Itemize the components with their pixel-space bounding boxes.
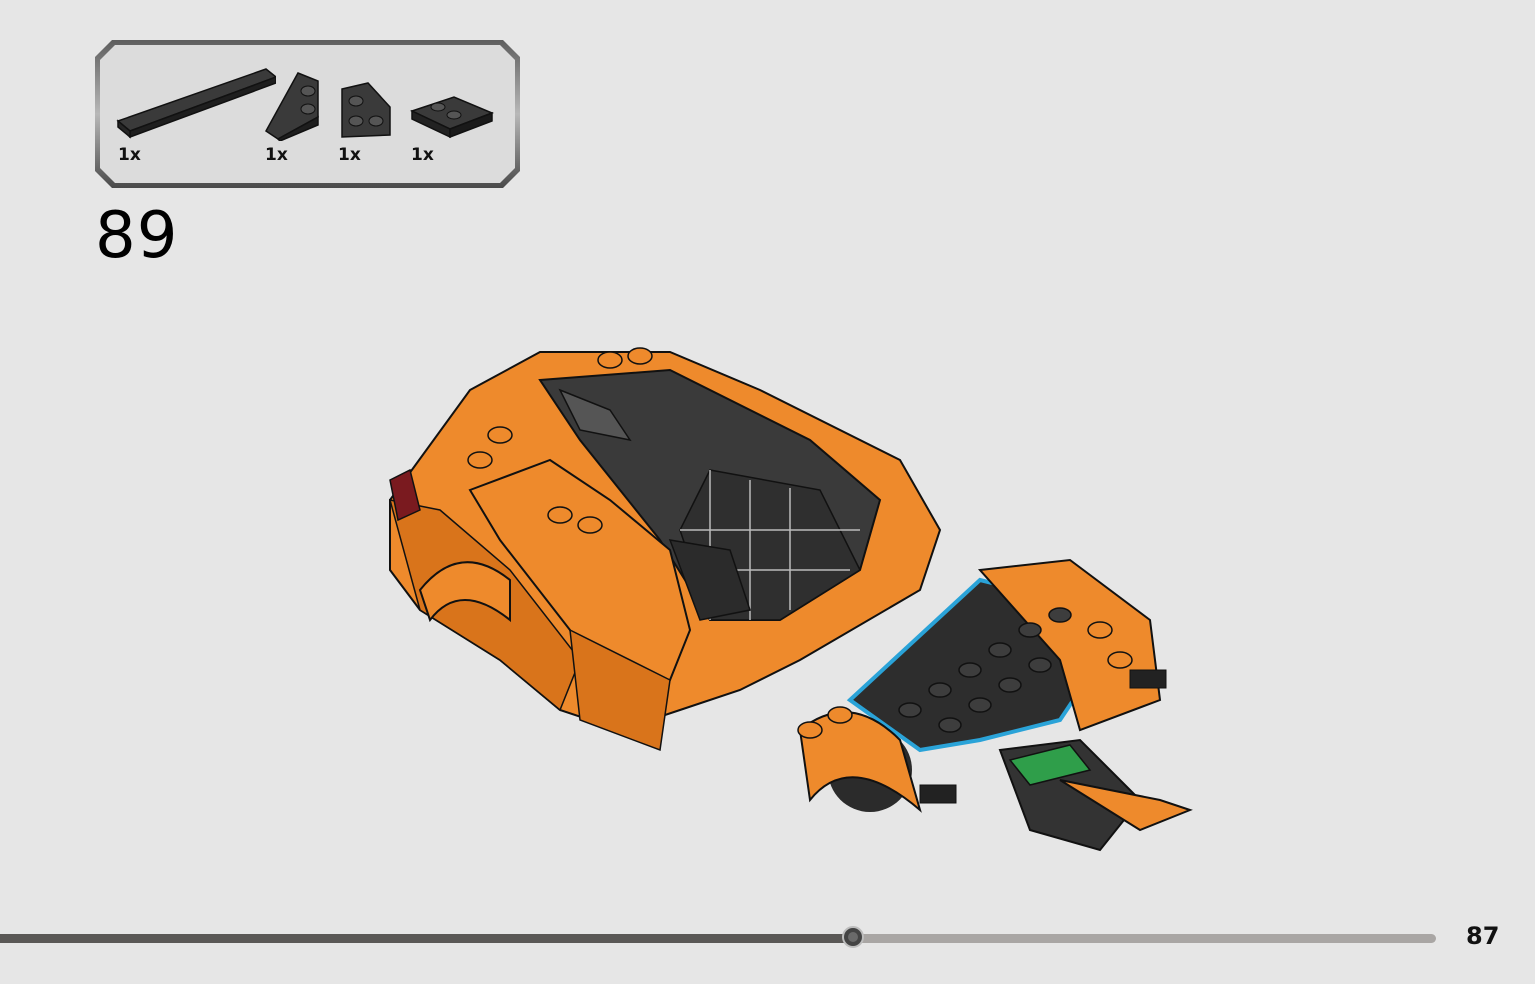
part-quantity: 1x bbox=[118, 145, 141, 165]
wedge-plate-icon bbox=[265, 72, 319, 141]
part-quantity: 1x bbox=[411, 145, 434, 165]
plate-icon bbox=[409, 96, 495, 139]
car-model-illustration bbox=[388, 347, 1193, 852]
step-number: 89 bbox=[95, 199, 179, 273]
page-number: 87 bbox=[1466, 922, 1500, 950]
parts-callout: 1x 1x 1x 1x bbox=[94, 39, 521, 189]
part-quantity: 1x bbox=[338, 145, 361, 165]
part-quantity: 1x bbox=[265, 145, 288, 165]
progress-handle[interactable] bbox=[842, 926, 864, 948]
wedge-plate-icon bbox=[341, 82, 391, 138]
page-progress-bar[interactable] bbox=[0, 925, 1436, 951]
tile-icon bbox=[116, 68, 276, 139]
progress-fill bbox=[0, 934, 853, 943]
